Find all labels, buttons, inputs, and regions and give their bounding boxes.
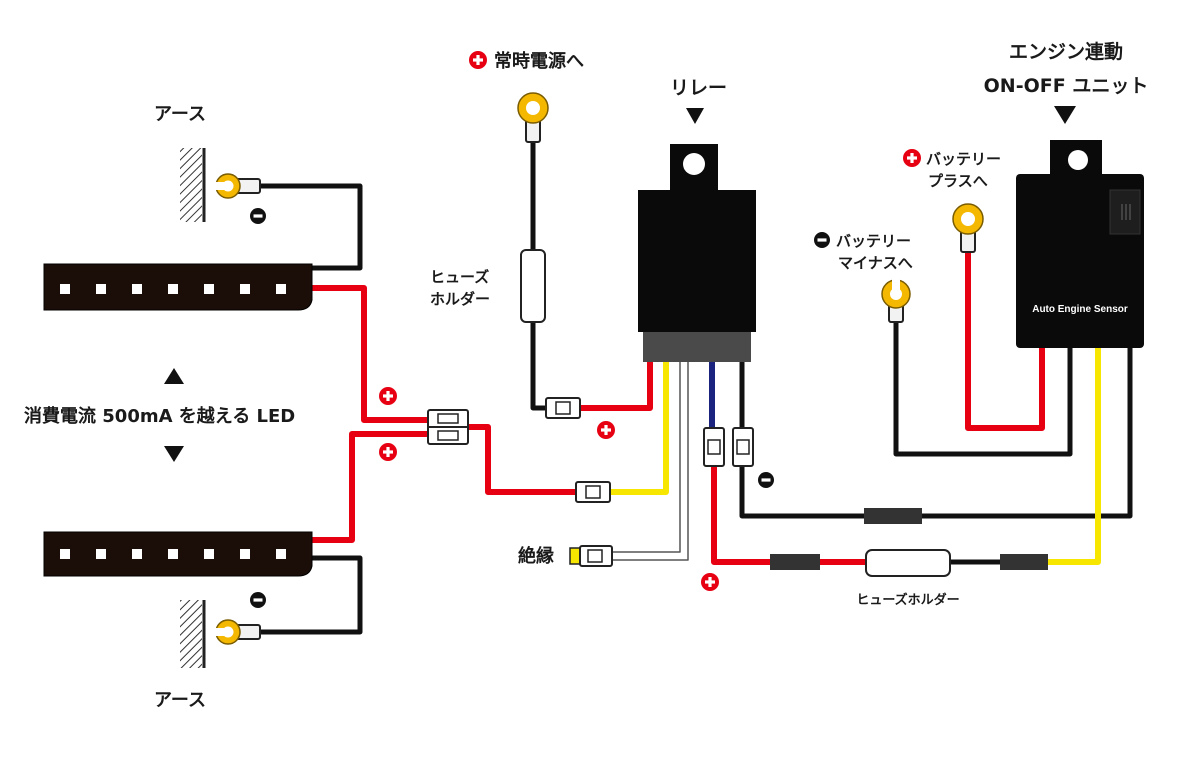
ring-terminal-earth-bottom-icon [212, 619, 261, 645]
plus-circle-icon [701, 573, 719, 591]
engine-sensor-unit [1016, 140, 1144, 348]
wire-battery-minus [893, 318, 1073, 457]
wire-relay-ground-out [739, 348, 1133, 519]
label-insulation: 絶縁 [518, 545, 554, 567]
led-strip-top [43, 263, 313, 311]
wire-led-bottom-ground [260, 555, 363, 635]
wire-led-bottom-power [312, 431, 430, 543]
plus-circle-icon [379, 387, 397, 405]
connector-const-power [545, 397, 581, 419]
connector-blue-red [703, 427, 725, 467]
minus-circle-icon [250, 208, 266, 224]
ring-terminal-const-power-icon [517, 92, 549, 143]
triangle-down-icon [686, 108, 704, 124]
label-sensor: Auto Engine Sensor [1032, 304, 1128, 315]
triangle-down-icon [1054, 106, 1076, 124]
fuse-holder-left [520, 249, 546, 323]
label-fuse-left-1: ヒューズ [430, 268, 489, 286]
label-relay: リレー [670, 77, 727, 99]
wire-led-top-ground [260, 183, 363, 271]
label-unit-line1: エンジン連動 [1009, 40, 1123, 63]
label-battery-minus-2: マイナスへ [838, 254, 913, 272]
fuse-holder-bottom [770, 508, 1048, 577]
fork-terminal-battery-minus-icon [881, 276, 911, 323]
wire-insulated-2 [612, 360, 689, 561]
label-unit-line2: ON-OFF ユニット [984, 75, 1149, 97]
wire-insulated [612, 360, 681, 553]
label-fuse-bottom: ヒューズホルダー [856, 592, 959, 608]
plus-circle-icon [379, 443, 397, 461]
wire-const-power-2 [530, 320, 548, 411]
label-battery-minus-1: バッテリー [836, 232, 911, 250]
label-earth-bottom: アース [154, 690, 206, 711]
ring-terminal-earth-top-icon [212, 173, 261, 199]
label-battery-plus-2: プラスへ [928, 172, 988, 190]
minus-circle-icon [758, 472, 774, 488]
label-led-desc: 消費電流 500mA を越える LED [24, 405, 295, 427]
connector-insulated [569, 545, 613, 567]
label-fuse-left-2: ホルダー [430, 290, 490, 308]
wire-unit-yellow [1046, 348, 1101, 565]
wire-relay-red [580, 360, 653, 411]
ring-terminal-battery-plus-icon [952, 203, 984, 253]
label-earth-top: アース [154, 104, 206, 125]
connector-junction [427, 409, 469, 445]
plus-circle-icon [597, 421, 615, 439]
ground-symbol-top [180, 148, 206, 222]
minus-circle-icon [814, 232, 830, 248]
minus-circle-icon [250, 592, 266, 608]
wire-battery-plus [965, 250, 1045, 431]
plus-circle-icon [469, 51, 487, 69]
relay [638, 144, 756, 362]
label-battery-plus-1: バッテリー [926, 150, 1001, 168]
ground-symbol-bottom [180, 600, 206, 668]
triangle-up-icon [164, 368, 184, 384]
label-const-power: 常時電源へ [494, 50, 584, 72]
connector-yellow [575, 481, 611, 503]
led-strip-bottom [43, 531, 313, 577]
triangle-down-icon [164, 446, 184, 462]
wire-relay-yellow [610, 360, 669, 495]
wire-junction-to-relay [468, 424, 578, 495]
plus-circle-icon [903, 149, 921, 167]
wire-led-top-power [312, 285, 430, 423]
wire-relay-red-out [711, 466, 770, 565]
connector-ground [732, 427, 754, 467]
